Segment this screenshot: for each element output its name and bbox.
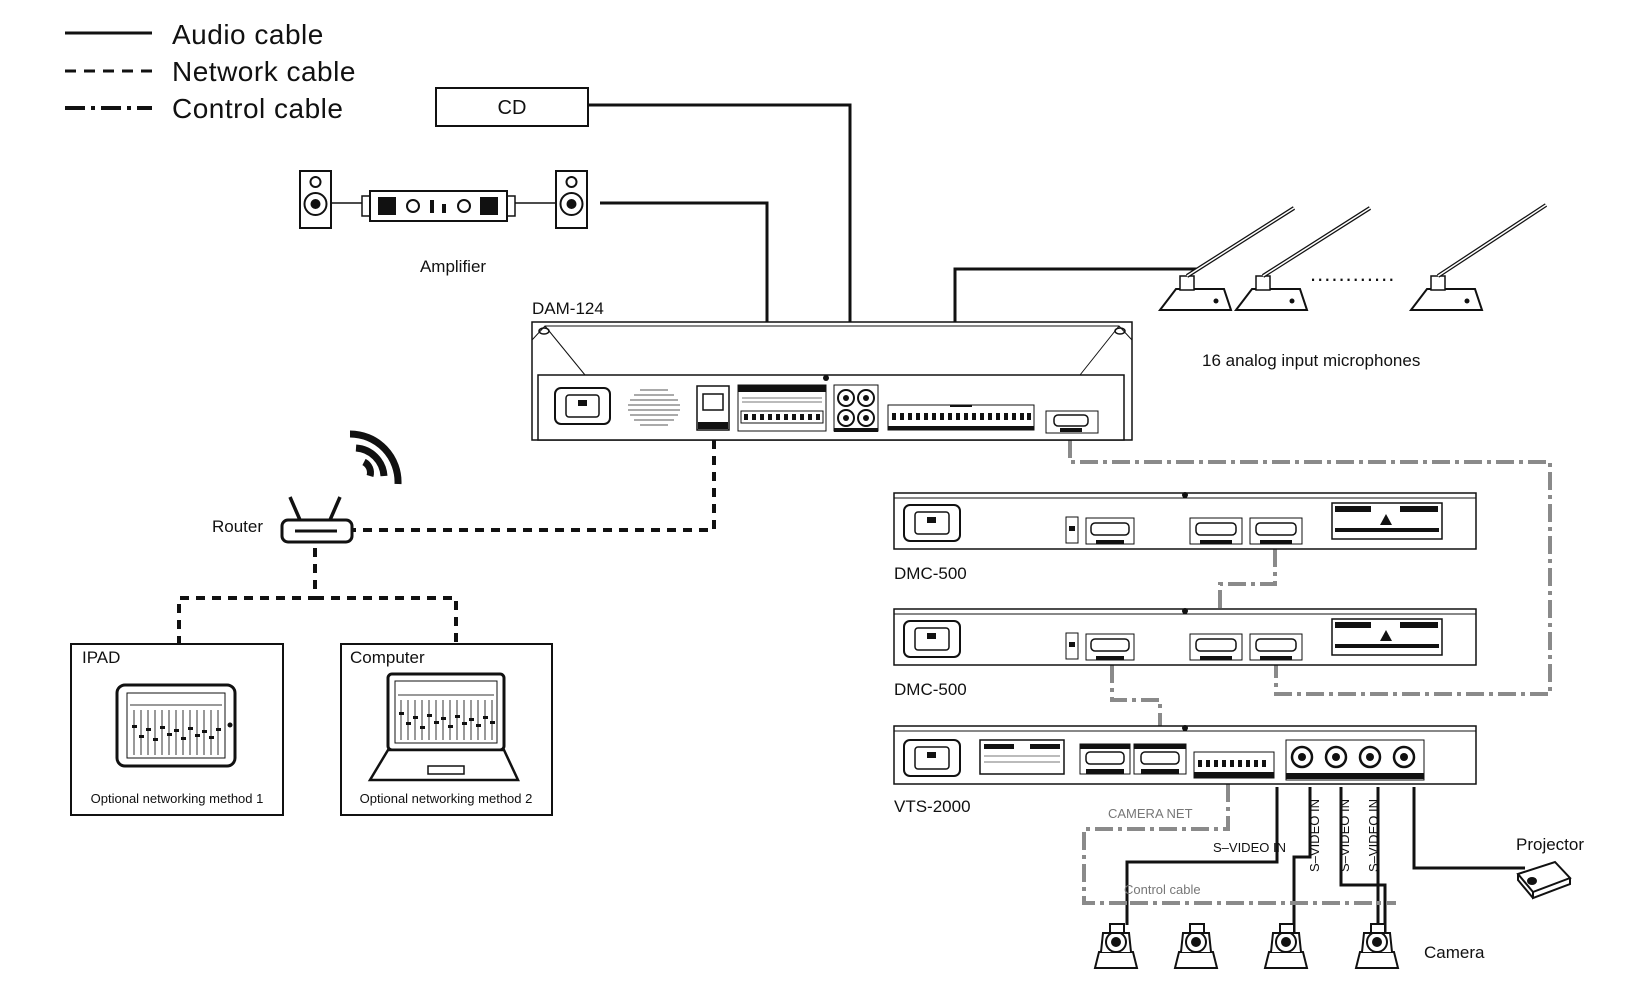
microphone-icon [1233, 206, 1372, 311]
control-cables [1068, 440, 1552, 905]
network-cables [177, 440, 716, 644]
laptop-icon [367, 672, 520, 782]
projector-cable [1412, 787, 1525, 870]
dmc2-output-port-icon [1189, 633, 1243, 661]
svideo-cable-4 [1339, 787, 1387, 935]
vts-com2-port-icon [1133, 743, 1187, 775]
projector-label: Projector [1516, 835, 1584, 854]
legend-network-text: Network cable [172, 56, 356, 87]
control-cable-label: Control cable [1124, 882, 1201, 897]
vts-warning-label-icon [979, 739, 1065, 775]
dam-mic-inputs-icon [887, 404, 1035, 431]
microphone-icon [1408, 203, 1548, 311]
legend: Audio cable Network cable Control cable [65, 19, 356, 124]
dmc1-input-port-icon [1249, 517, 1303, 545]
dmc1-output-port-icon [1189, 517, 1243, 545]
ptz-camera-icon [1263, 923, 1309, 969]
dmc-500-device-1: DMC-500 [893, 492, 1477, 583]
ipad-caption: Optional networking method 1 [91, 791, 264, 806]
projector-group: Projector [1516, 835, 1584, 900]
dam-rs232-port-icon [1045, 410, 1099, 434]
svideo-cable-3 [1292, 787, 1312, 935]
tablet-icon [115, 683, 237, 768]
legend-audio-text: Audio cable [172, 19, 324, 50]
dmc2-vts-control-cable [1110, 665, 1162, 745]
vts-com1-port-icon [1079, 743, 1131, 775]
speaker-right-icon [555, 170, 588, 229]
computer-title: Computer [350, 648, 425, 667]
amplifier-group: Amplifier [299, 170, 588, 276]
dam-label: DAM-124 [532, 299, 604, 318]
microphones-label: 16 analog input microphones [1202, 351, 1420, 370]
dmc1-warning-label-icon [1331, 502, 1443, 540]
dmc2-video-tracking-port-icon [1085, 633, 1135, 661]
ptz-camera-icon [1173, 923, 1219, 969]
ptz-camera-icon [1354, 923, 1400, 969]
vts-label: VTS-2000 [894, 797, 971, 816]
wifi-signal-icon [349, 430, 402, 485]
svideo-cable-1 [1125, 787, 1279, 925]
dam-124-device: DAM-124 [531, 299, 1133, 441]
router-label: Router [212, 517, 263, 536]
svideo-label-vertical-3: S–VIDEO IN [1366, 799, 1381, 872]
ptz-camera-icon [1093, 923, 1139, 969]
dmc1-label: DMC-500 [894, 564, 967, 583]
amplifier-label: Amplifier [420, 257, 486, 276]
microphone-more-dots: ............ [1310, 261, 1395, 286]
vts-video-input-icon [1285, 739, 1425, 781]
cameras-group: Camera [1093, 923, 1485, 969]
svideo-label-horizontal: S–VIDEO IN [1213, 840, 1286, 855]
dmc1-video-tracking-port-icon [1085, 517, 1135, 545]
vts-rs422-terminal-icon [1193, 751, 1275, 779]
computer-client: Computer Optional networking me [340, 643, 553, 816]
dmc1-dmc2-control-cable [1218, 549, 1277, 630]
dam-line-inputs-icon [823, 375, 879, 432]
microphones-group: ............ 16 analog input microphones [1157, 203, 1548, 370]
dmc2-input-port-icon [1249, 633, 1303, 661]
amplifier-icon [361, 190, 516, 222]
router-dam-cable [352, 440, 716, 532]
cd-label: CD [498, 97, 527, 119]
camera-label: Camera [1424, 943, 1485, 962]
ipad-title: IPAD [82, 648, 120, 667]
dam-dmc-control-cable [1068, 440, 1552, 696]
router-icon [280, 496, 354, 544]
router-group: Router [212, 430, 402, 544]
vts-2000-device: VTS-2000 [893, 725, 1477, 816]
dmc-500-device-2: DMC-500 [893, 608, 1477, 699]
ipad-client: IPAD Optional networking method 1 [70, 643, 284, 816]
svideo-label-vertical-1: S–VIDEO IN [1307, 799, 1322, 872]
router-computer-cable [315, 596, 458, 644]
speaker-left-icon [299, 170, 332, 229]
dmc2-label: DMC-500 [894, 680, 967, 699]
router-ipad-cable [177, 548, 317, 644]
cd-audio-cable [589, 103, 852, 388]
camera-net-label: CAMERA NET [1108, 806, 1193, 821]
cd-player: CD [435, 87, 589, 127]
projector-icon [1516, 860, 1572, 900]
legend-control-text: Control cable [172, 93, 343, 124]
dam-master-outputs-icon [737, 384, 827, 432]
dmc2-warning-label-icon [1331, 618, 1443, 656]
svideo-label-vertical-2: S–VIDEO IN [1337, 799, 1352, 872]
computer-caption: Optional networking method 2 [360, 791, 533, 806]
dam-vent-icon [628, 389, 680, 426]
microphone-icon [1157, 206, 1296, 311]
cd-box [435, 87, 589, 127]
